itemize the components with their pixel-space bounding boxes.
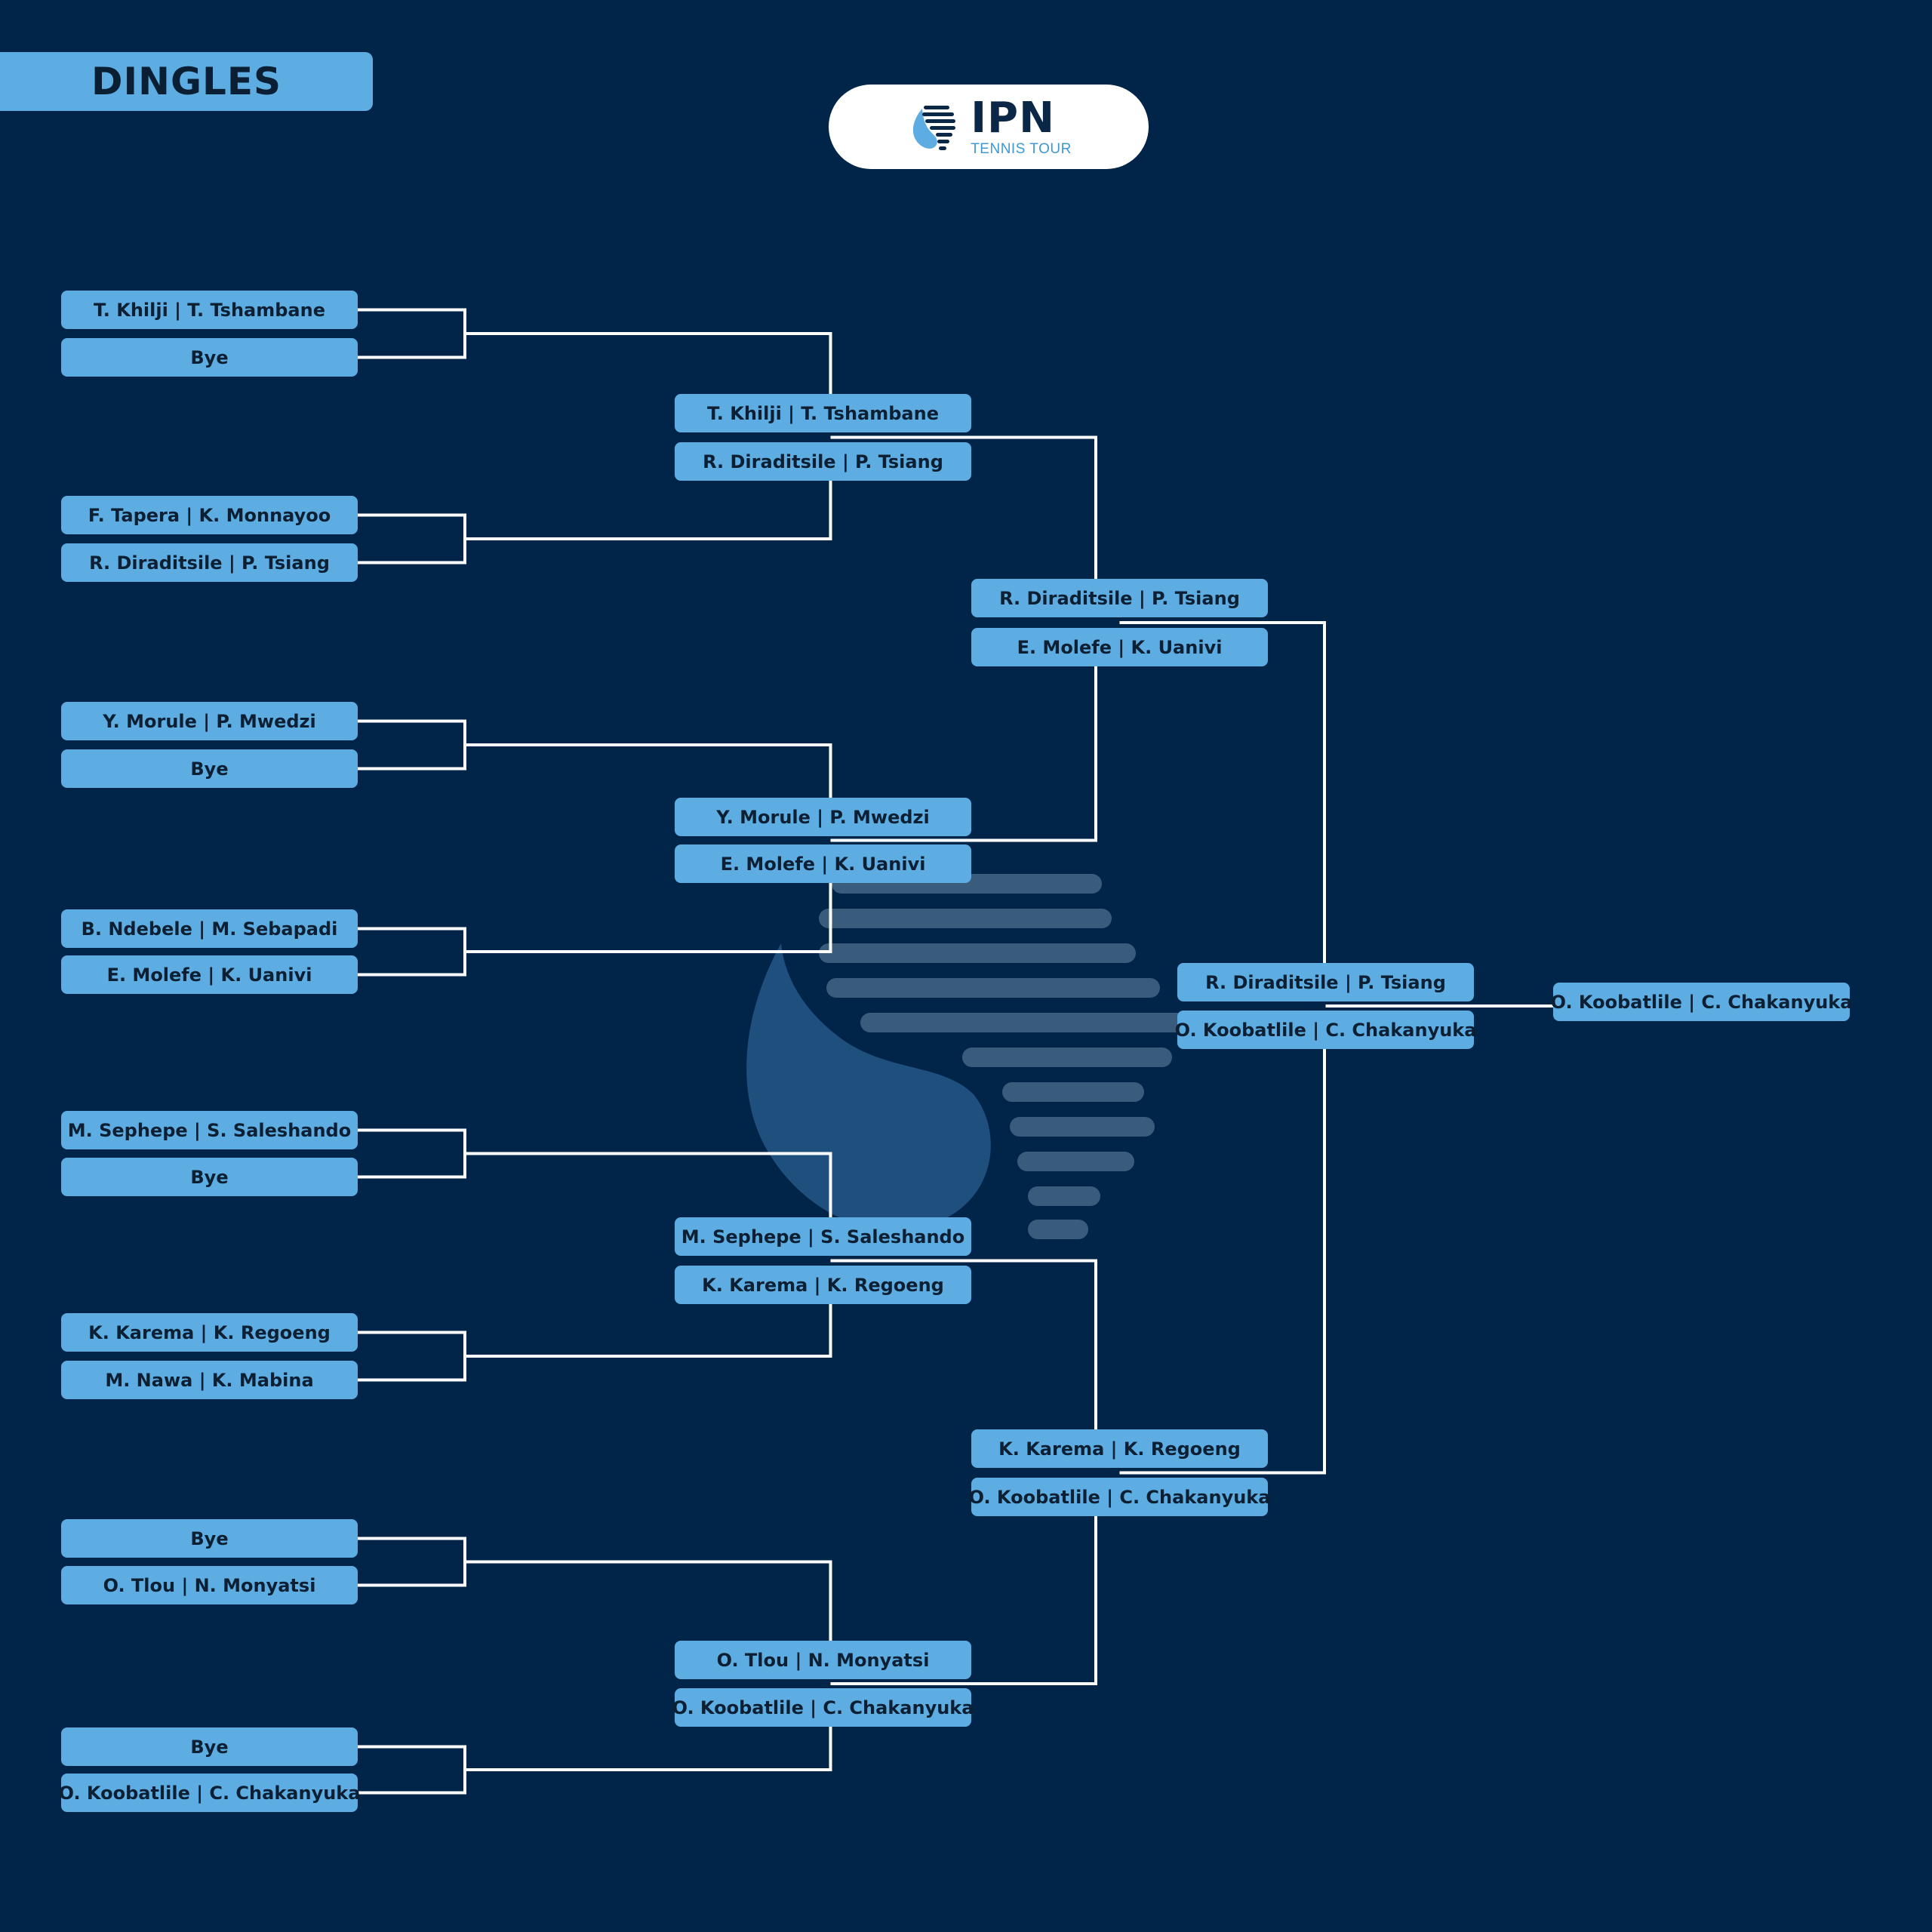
bracket-slot-round3[interactable]: K. Karema | K. Regoeng	[971, 1429, 1268, 1468]
bracket-slot-round2[interactable]: R. Diraditsile | P. Tsiang	[675, 442, 971, 481]
connector-line	[358, 1537, 466, 1587]
bracket-slot-round2[interactable]: K. Karema | K. Regoeng	[675, 1266, 971, 1304]
connector-line	[358, 308, 466, 359]
logo-subtitle: TENNIS TOUR	[971, 141, 1072, 157]
watermark-drop-shape	[746, 943, 991, 1230]
bracket-slot-round2[interactable]: O. Koobatlile | C. Chakanyuka	[672, 1688, 974, 1727]
connector-line	[465, 1707, 832, 1771]
connector-line	[358, 513, 466, 565]
bracket-slot-round2[interactable]: T. Khilji | T. Tshambane	[675, 394, 971, 432]
connector-line	[358, 1745, 466, 1795]
bracket-slot-round3[interactable]: R. Diraditsile | P. Tsiang	[971, 579, 1268, 617]
watermark-stripe	[1010, 1117, 1155, 1137]
connector-line	[1119, 1029, 1326, 1475]
bracket-slot-round1[interactable]: O. Koobatlile | C. Chakanyuka	[59, 1774, 360, 1812]
watermark-stripe	[826, 978, 1160, 998]
connector-line	[465, 332, 832, 414]
connector-line	[830, 435, 1097, 598]
bracket-slot-round1[interactable]: Bye	[61, 1727, 358, 1766]
connector-line	[830, 1259, 1097, 1449]
bracket-slot-round4[interactable]: R. Diraditsile | P. Tsiang	[1177, 963, 1474, 1001]
bracket-slot-round1[interactable]: Y. Morule | P. Mwedzi	[61, 702, 358, 740]
watermark-stripe	[1002, 1082, 1144, 1102]
connector-line	[358, 927, 466, 977]
title-banner: DINGLES	[0, 52, 373, 111]
logo-name: IPN	[971, 94, 1055, 143]
bracket-slot-round1[interactable]: E. Molefe | K. Uanivi	[61, 955, 358, 994]
bracket-slot-round2[interactable]: E. Molefe | K. Uanivi	[675, 844, 971, 883]
watermark-stripe	[819, 943, 1136, 963]
bracket-slot-round1[interactable]: B. Ndebele | M. Sebapadi	[61, 909, 358, 948]
connector-line	[358, 1331, 466, 1382]
connector-line	[465, 743, 832, 817]
bracket-slot-round1[interactable]: F. Tapera | K. Monnayoo	[61, 496, 358, 534]
bracket-slot-round3[interactable]: E. Molefe | K. Uanivi	[971, 628, 1268, 666]
bracket-slot-round2[interactable]: O. Tlou | N. Monyatsi	[675, 1641, 971, 1679]
watermark-stripe	[962, 1048, 1172, 1067]
bracket-slot-round1[interactable]: Bye	[61, 338, 358, 377]
connector-line	[465, 461, 832, 540]
bracket-slot-round1[interactable]: R. Diraditsile | P. Tsiang	[61, 543, 358, 582]
connector-line	[358, 1128, 466, 1179]
bracket-slot-round1[interactable]: M. Sephepe | S. Saleshando	[61, 1111, 358, 1149]
bracket-slot-round1[interactable]: Bye	[61, 1519, 358, 1558]
connector-line	[465, 1152, 832, 1237]
connector-line	[465, 1560, 832, 1660]
connector-line	[465, 863, 832, 953]
bracket-slot-round3[interactable]: O. Koobatlile | C. Chakanyuka	[969, 1478, 1270, 1516]
watermark-stripe	[1017, 1152, 1134, 1171]
africa-globe-icon	[913, 106, 956, 150]
connector-line	[830, 647, 1097, 842]
connector-line	[1119, 621, 1326, 983]
watermark-stripe	[1028, 1220, 1088, 1239]
bracket-slot-round1[interactable]: M. Nawa | K. Mabina	[61, 1361, 358, 1399]
bracket-slot-round1[interactable]: Bye	[61, 749, 358, 788]
watermark-stripe	[819, 909, 1112, 928]
bracket-slot-round2[interactable]: Y. Morule | P. Mwedzi	[675, 798, 971, 836]
watermark-stripe	[860, 1013, 1192, 1032]
connector-line	[465, 1284, 832, 1358]
watermark-stripe	[1028, 1186, 1100, 1206]
bracket-slot-round4[interactable]: O. Koobatlile | C. Chakanyuka	[1175, 1011, 1476, 1049]
ipn-logo: IPN TENNIS TOUR	[829, 85, 1149, 169]
bracket-slot-round1[interactable]: Bye	[61, 1158, 358, 1196]
bracket-slot-champion[interactable]: O. Koobatlile | C. Chakanyuka	[1551, 983, 1852, 1021]
bracket-slot-round1[interactable]: O. Tlou | N. Monyatsi	[61, 1566, 358, 1604]
connector-line	[830, 1497, 1097, 1685]
bracket-slot-round1[interactable]: T. Khilji | T. Tshambane	[61, 291, 358, 329]
page-title: DINGLES	[91, 60, 282, 103]
connector-line	[358, 719, 466, 771]
bracket-slot-round1[interactable]: K. Karema | K. Regoeng	[61, 1313, 358, 1352]
bracket-slot-round2[interactable]: M. Sephepe | S. Saleshando	[675, 1217, 971, 1256]
